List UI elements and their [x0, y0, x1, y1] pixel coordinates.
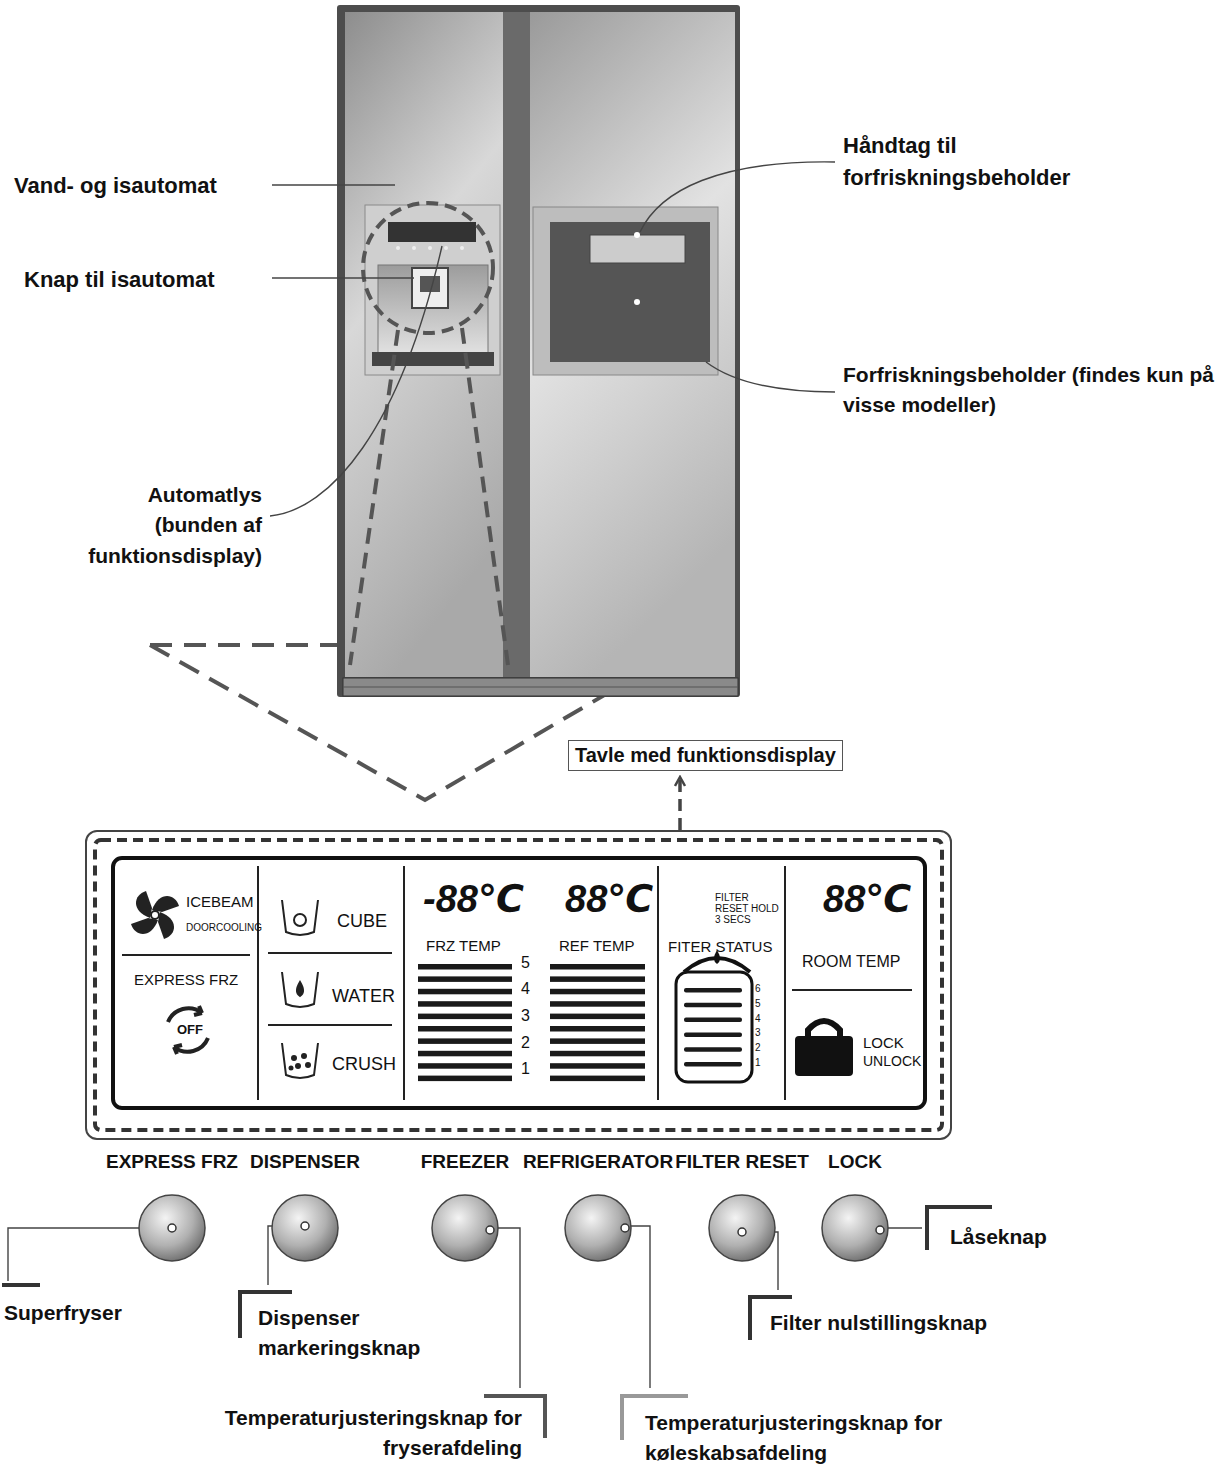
callout-label: Temperaturjusteringsknap for køleskabsaf… — [645, 1408, 975, 1469]
display-text: 3 — [755, 1028, 761, 1038]
display-text: 3 — [521, 1008, 530, 1024]
callout-label: Automatlys (bunden af funktionsdisplay) — [72, 480, 262, 571]
display-text: 4 — [755, 1014, 761, 1024]
label-box: Tavle med funktionsdisplay — [568, 740, 843, 771]
display-text: 1 — [521, 1061, 530, 1077]
control-button: REFRIGERATOR — [521, 1150, 676, 1266]
display-text: 1 — [755, 1058, 761, 1068]
button-label: EXPRESS FRZ — [104, 1150, 240, 1174]
display-text: UNLOCK — [863, 1054, 921, 1068]
display-text: 88℃ — [823, 880, 911, 918]
callout-label: Forfriskningsbeholder (findes kun på vis… — [843, 360, 1218, 421]
display-text: ICEBEAM — [186, 894, 254, 909]
display-text: 5 — [755, 999, 761, 1009]
button-knob — [561, 1191, 635, 1265]
display-text: FITER STATUS — [668, 939, 772, 954]
display-text: WATER — [332, 987, 395, 1005]
display-text: 88℃ — [565, 880, 653, 918]
control-button: FILTER RESET — [673, 1150, 811, 1266]
display-text: OFF — [177, 1023, 203, 1036]
display-text: FILTER RESET HOLD 3 SECS — [715, 892, 779, 925]
callout-label: Vand- og isautomat — [14, 170, 217, 202]
callout-label: Dispenser markeringsknap — [258, 1303, 433, 1364]
button-knob — [705, 1191, 779, 1265]
zoom-circle — [363, 203, 493, 333]
display-text: 6 — [755, 984, 761, 994]
display-text: FRZ TEMP — [426, 938, 501, 953]
control-button: FREEZER — [419, 1150, 512, 1266]
button-label: DISPENSER — [248, 1150, 362, 1174]
display-graphics — [95, 840, 942, 1130]
display-text: EXPRESS FRZ — [134, 972, 238, 987]
callout-label: Låseknap — [950, 1222, 1047, 1252]
leader-lines — [270, 162, 835, 516]
display-text: 4 — [521, 981, 530, 997]
button-knob — [818, 1191, 892, 1265]
zoom-line — [350, 330, 398, 665]
display-text: -88℃ — [423, 880, 524, 918]
button-label: FREEZER — [419, 1150, 512, 1174]
display-text: 2 — [755, 1043, 761, 1053]
button-knob — [268, 1191, 342, 1265]
display-text: DOORCOOLING — [186, 923, 262, 933]
display-text: 2 — [521, 1035, 530, 1051]
button-label: REFRIGERATOR — [521, 1150, 676, 1174]
callout-label: Håndtag til forfriskningsbeholder — [843, 130, 1133, 194]
display-text: LOCK — [863, 1035, 904, 1050]
display-text: ROOM TEMP — [802, 954, 900, 970]
display-text: CUBE — [337, 912, 387, 930]
zoom-line — [462, 328, 508, 665]
button-label: FILTER RESET — [673, 1150, 811, 1174]
box-title: Tavle med funktionsdisplay — [575, 744, 836, 767]
callout-label: Filter nulstillingsknap — [770, 1308, 987, 1338]
pointer-arrow — [678, 777, 682, 830]
fridge — [337, 5, 740, 697]
display-text: CRUSH — [332, 1055, 396, 1073]
button-knob — [135, 1191, 209, 1265]
display-panel: ICEBEAM DOORCOOLING EXPRESS FRZ OFF CUBE WATE… — [85, 830, 952, 1140]
control-button: DISPENSER — [248, 1150, 362, 1266]
button-label: LOCK — [818, 1150, 892, 1174]
display-text: REF TEMP — [559, 938, 635, 953]
callout-label: Knap til isautomat — [24, 264, 215, 296]
control-button: EXPRESS FRZ — [104, 1150, 240, 1266]
control-button: LOCK — [818, 1150, 892, 1266]
display-text: 5 — [521, 955, 530, 971]
callout-label: Temperaturjusteringsknap for fryserafdel… — [222, 1403, 522, 1464]
callout-label: Superfryser — [4, 1298, 122, 1328]
button-knob — [428, 1191, 502, 1265]
